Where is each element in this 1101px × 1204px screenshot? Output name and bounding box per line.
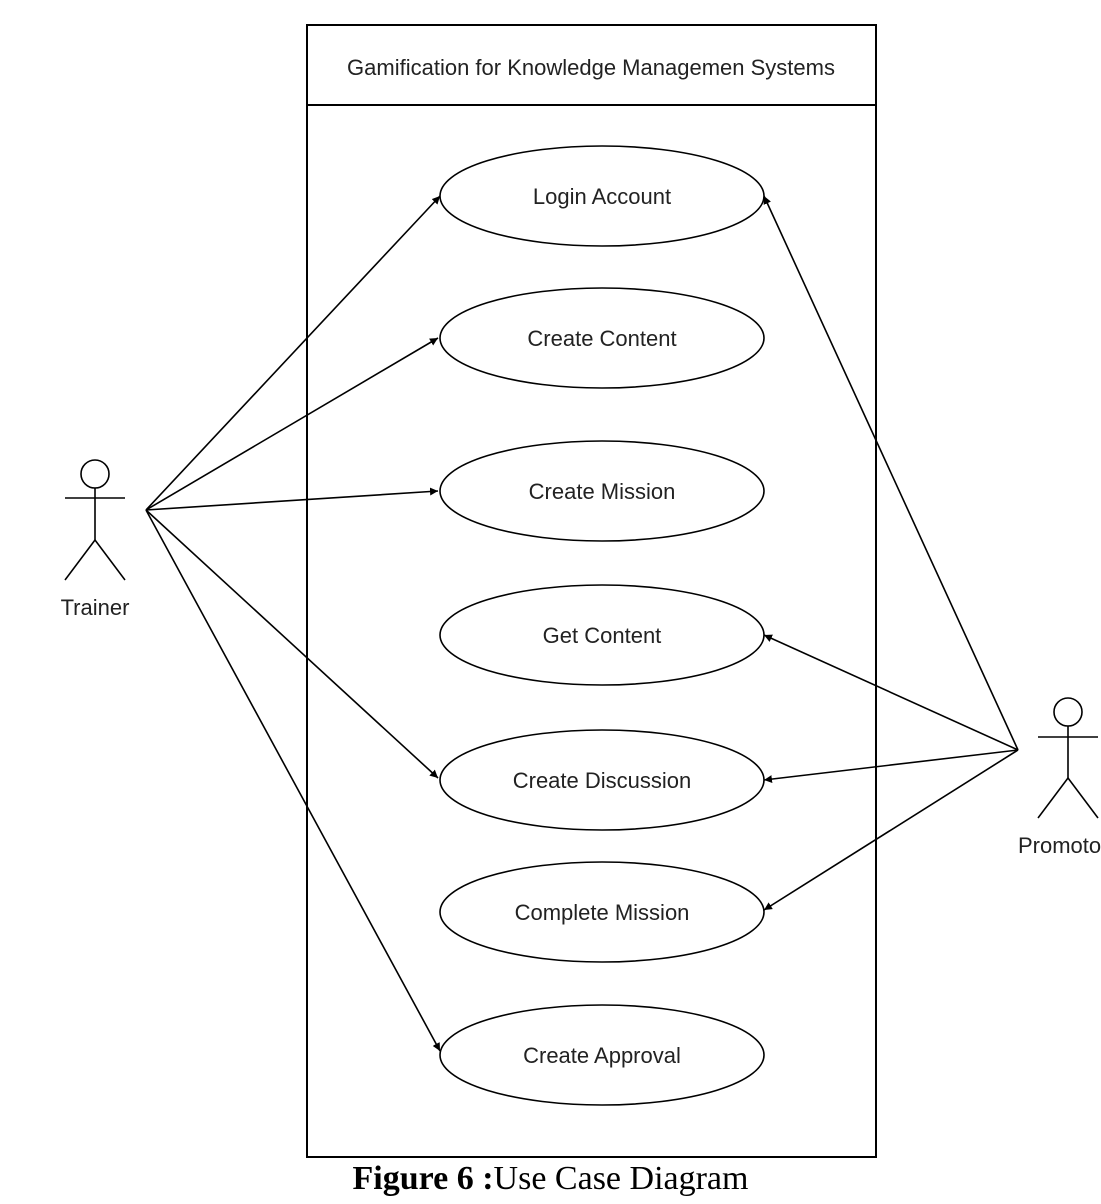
association-promoter-login-account <box>763 195 1019 751</box>
use-case-create-content: Create Content <box>439 287 765 389</box>
use-case-label: Login Account <box>533 184 671 209</box>
use-case-label: Create Discussion <box>513 768 692 793</box>
use-case-get-content: Get Content <box>439 584 765 686</box>
use-case-label: Create Mission <box>529 479 676 504</box>
actor-promoter-label: Promotor <box>1018 833 1101 858</box>
association-trainer-create-approval <box>145 509 441 1052</box>
caption-label: Figure 6 : <box>352 1160 494 1197</box>
use-case-label: Create Content <box>527 326 676 351</box>
system-title: Gamification for Knowledge Managemen Sys… <box>347 55 835 80</box>
actor-promoter <box>1037 697 1099 819</box>
actor-head <box>1053 697 1083 727</box>
actor-trainer <box>64 459 126 581</box>
associations <box>145 195 1019 1052</box>
use-case-create-mission: Create Mission <box>439 440 765 542</box>
use-case-label: Get Content <box>543 623 662 648</box>
association-trainer-create-mission <box>145 487 439 511</box>
use-case-complete-mission: Complete Mission <box>439 861 765 963</box>
association-promoter-complete-mission <box>763 749 1019 911</box>
association-promoter-create-discussion <box>763 749 1019 784</box>
use-case-label: Complete Mission <box>515 900 690 925</box>
use-case-create-discussion: Create Discussion <box>439 729 765 831</box>
association-trainer-create-content <box>145 337 439 511</box>
use-case-create-approval: Create Approval <box>439 1004 765 1106</box>
use-case-login-account: Login Account <box>439 145 765 247</box>
figure-caption: Figure 6 :Use Case Diagram <box>0 1160 1101 1198</box>
use-case-label: Create Approval <box>523 1043 681 1068</box>
use-case-diagram: Gamification for Knowledge Managemen Sys… <box>61 24 1101 1158</box>
actor-trainer-label: Trainer <box>61 595 130 620</box>
caption-text: Use Case Diagram <box>493 1160 749 1197</box>
association-trainer-create-discussion <box>145 509 439 779</box>
association-promoter-get-content <box>763 634 1019 751</box>
actor-head <box>80 459 110 489</box>
association-trainer-login-account <box>145 195 441 511</box>
